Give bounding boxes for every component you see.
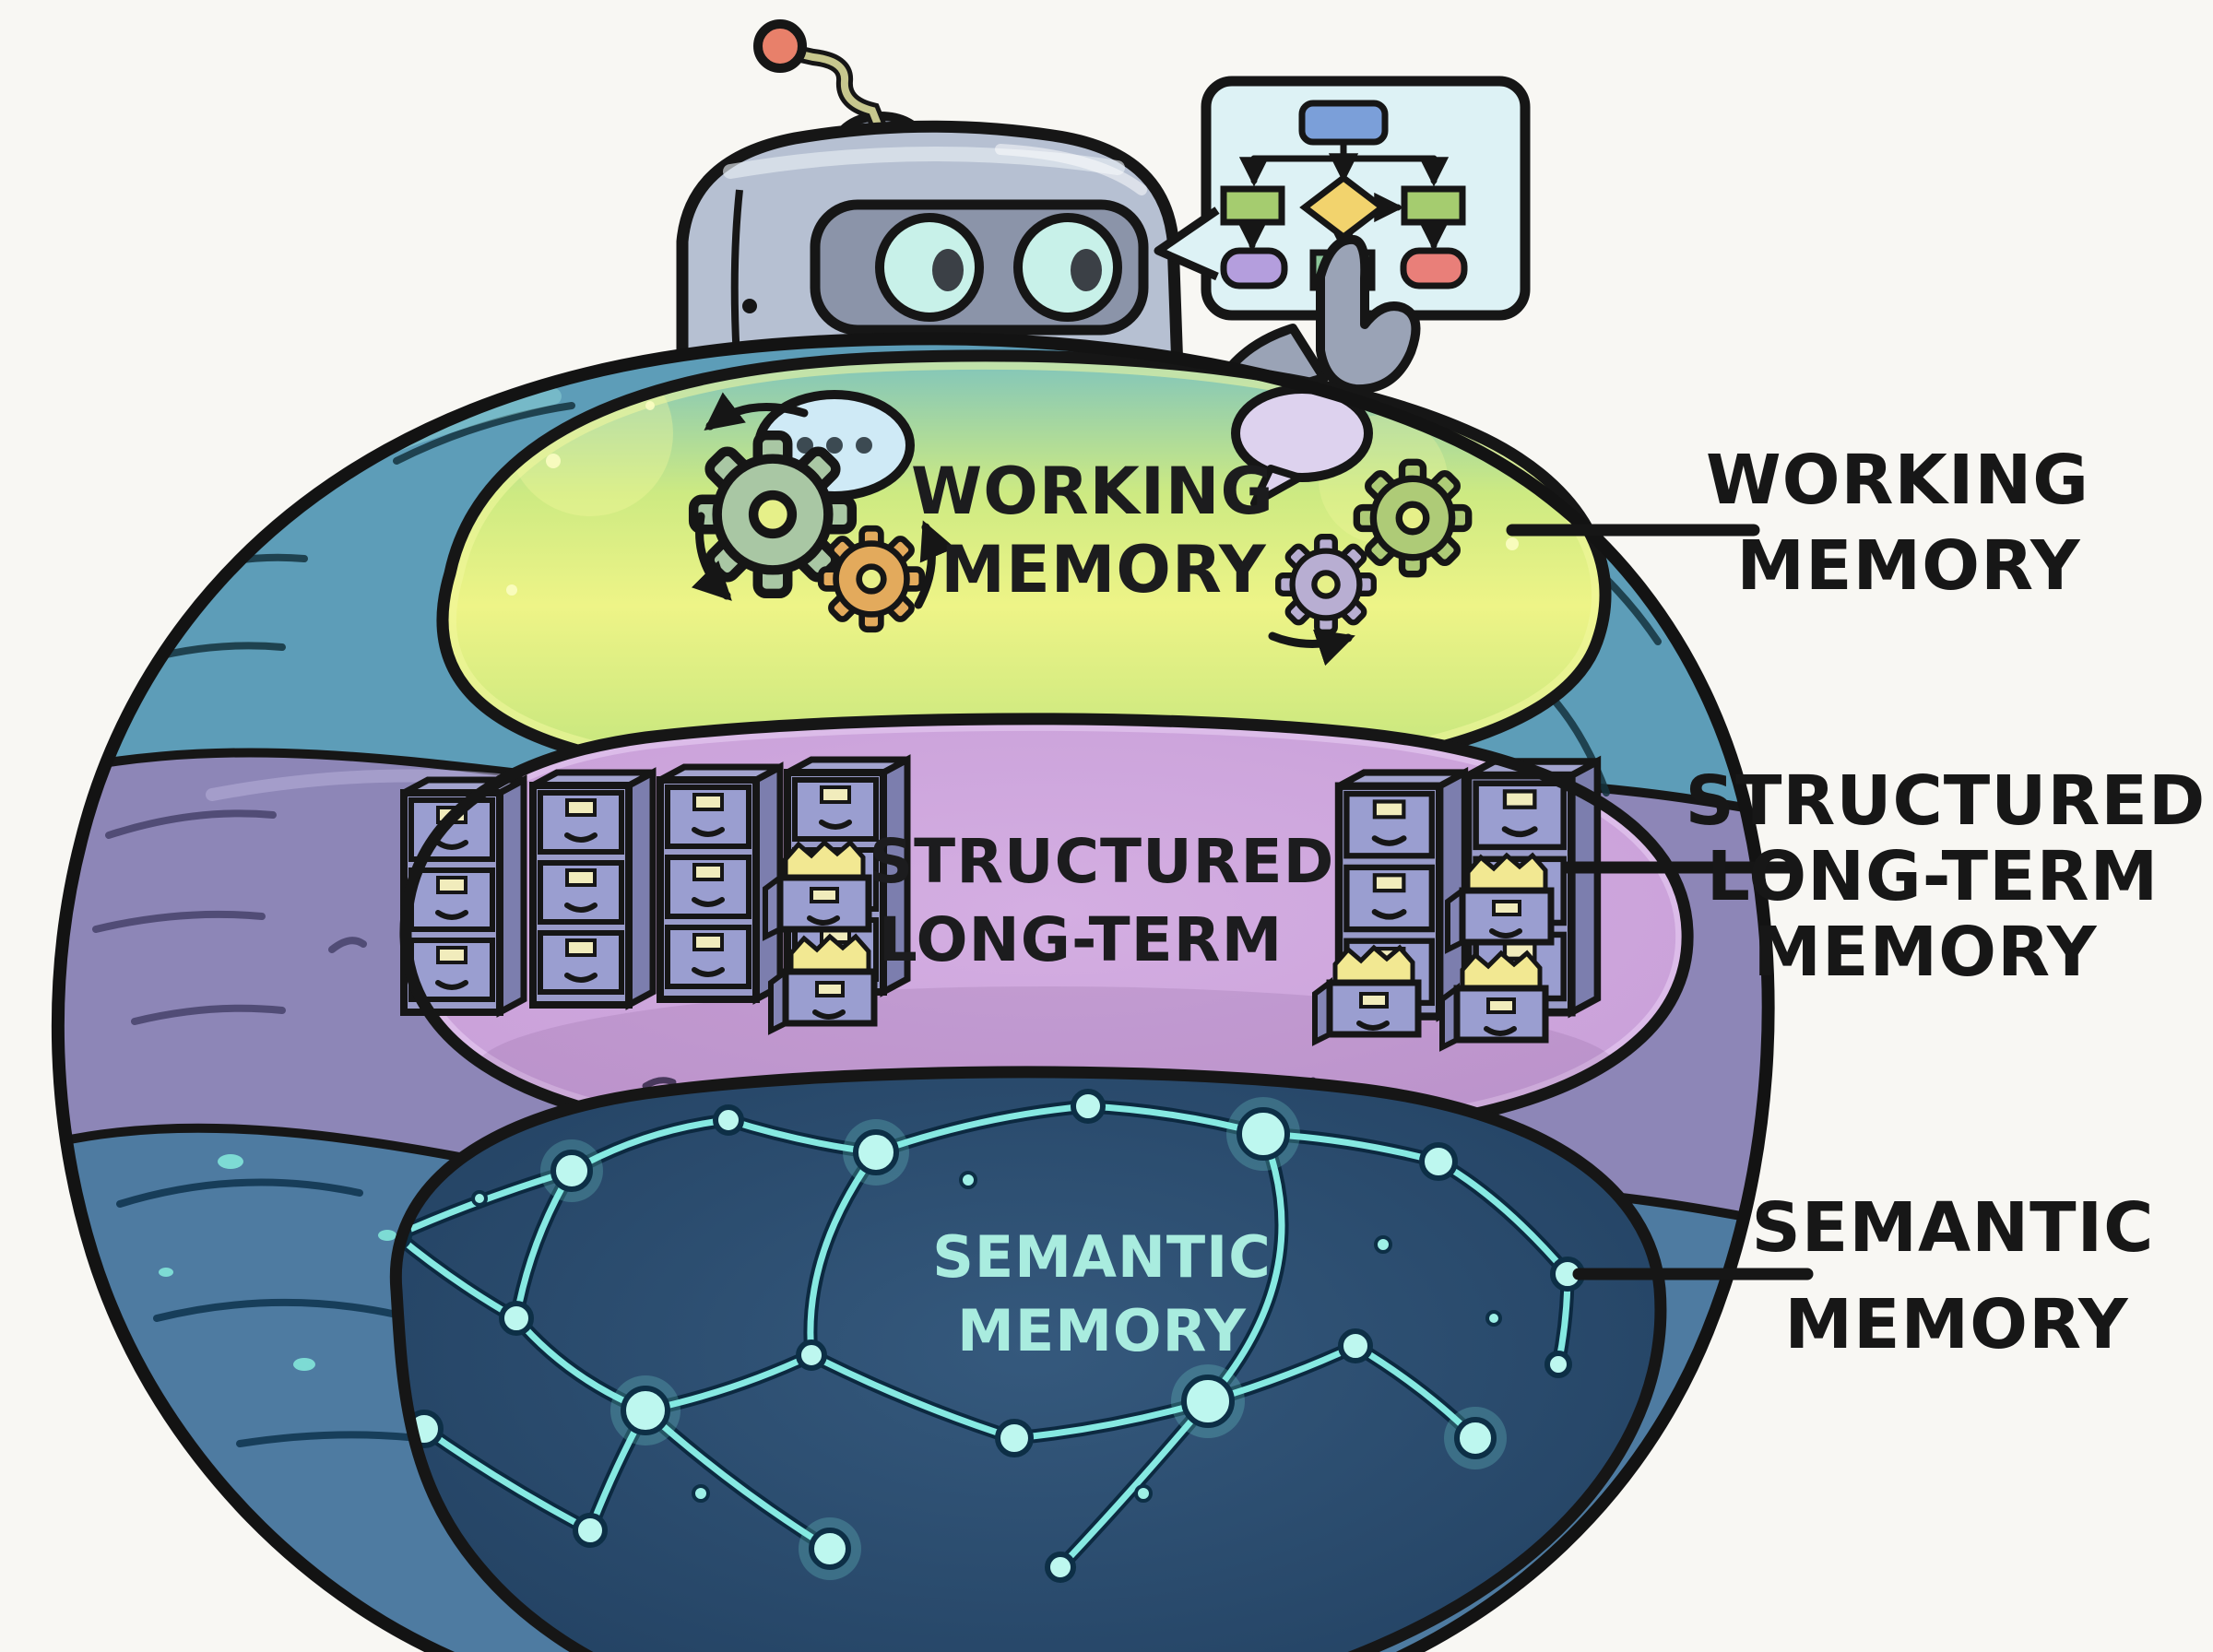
flow-alt-node — [1220, 247, 1288, 289]
side-label-line: MEMORY — [1736, 526, 2081, 606]
rivet — [742, 299, 757, 313]
side-label-line: MEMORY — [1784, 1285, 2129, 1364]
working-memory-layer: WORKING MEMORY — [443, 350, 1605, 787]
semantic-layer-title-line1: SEMANTIC — [932, 1223, 1271, 1291]
working-layer-title-line2: MEMORY — [941, 532, 1267, 608]
side-label-line: LONG-TERM — [1707, 837, 2160, 916]
antenna-tip — [753, 19, 807, 73]
structured-layer-title-line1: STRUCTURED — [870, 826, 1335, 897]
semantic-memory-layer: SEMANTIC MEMORY — [384, 1072, 1661, 1652]
semantic-layer-title-line2: MEMORY — [957, 1297, 1247, 1364]
working-layer-title-line1: WORKING — [911, 454, 1274, 529]
semantic-side-label: SEMANTIC MEMORY — [1751, 1188, 2154, 1364]
side-label-line: SEMANTIC — [1751, 1188, 2154, 1268]
flow-process-node — [1401, 185, 1466, 226]
structured-layer-title-line2: LONG-TERM — [879, 904, 1284, 975]
side-label-line: STRUCTURED — [1686, 761, 2207, 841]
robot — [676, 19, 1185, 403]
network-node-icon — [396, 1089, 1585, 1583]
flow-start-node — [1298, 100, 1389, 146]
filing-cabinet-icon — [1315, 761, 1597, 1047]
structured-side-label: STRUCTURED LONG-TERM MEMORY — [1686, 761, 2207, 992]
side-label-line: MEMORY — [1753, 913, 2098, 992]
robot-eye-icon — [875, 213, 1122, 322]
callouts: WORKING MEMORY STRUCTURED LONG-TERM MEMO… — [1506, 441, 2207, 1364]
working-side-label: WORKING MEMORY — [1706, 441, 2089, 606]
rotation-arrow-icon — [691, 392, 1355, 667]
side-label-line: WORKING — [1706, 441, 2089, 520]
flow-stop-node — [1400, 247, 1468, 289]
flow-process-node — [1220, 185, 1285, 226]
memory-sphere: WORKING MEMORY — [37, 338, 1805, 1652]
